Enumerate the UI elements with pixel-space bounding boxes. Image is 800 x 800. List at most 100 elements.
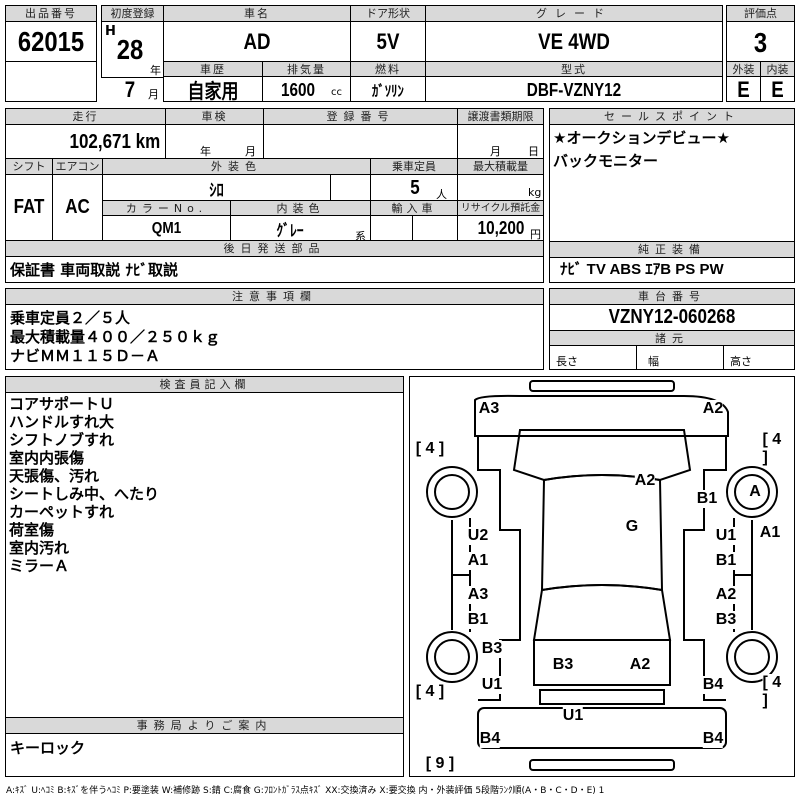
capacity: 5 (410, 176, 420, 199)
first-reg-label: 初度登録 (101, 5, 164, 22)
equipment: ﾅﾋﾞ TV ABS ｴｱB PS PW (560, 261, 724, 278)
displacement: 1600 (280, 79, 316, 100)
later-parts-label: 後日発送部品 (5, 240, 544, 257)
month-unit: 月 (148, 88, 159, 101)
damage-mark: A3 (478, 400, 500, 418)
ext-color-extra (330, 174, 371, 201)
damage-mark: B1 (715, 552, 737, 570)
lot-divider (5, 61, 97, 62)
month-cell (101, 77, 164, 102)
inspector-line: ハンドルすれ大 (9, 413, 115, 431)
inspector-box (5, 376, 404, 718)
office-note: キーロック (10, 739, 86, 757)
shift: FAT (13, 196, 45, 218)
ext-color: ｼﾛ (209, 180, 224, 200)
spec-label: 諸元 (549, 330, 795, 346)
notes-line-1: 乗車定員２／５人 (10, 309, 131, 327)
history-cell (163, 76, 263, 102)
int-color-label: 内装色 (230, 200, 371, 216)
sales-line-2: バックモニター (553, 152, 659, 170)
damage-mark: B4 (702, 730, 724, 748)
sales-line-1: ★オークションデビュー★ (553, 129, 730, 147)
import-cell-b (412, 215, 458, 241)
damage-mark: B4 (702, 676, 724, 694)
lot-label: 出品番号 (5, 5, 97, 22)
import-cell-a (370, 215, 413, 241)
car-name: AD (243, 29, 271, 54)
grade: VE 4WD (538, 29, 610, 54)
int-score: E (771, 76, 784, 102)
mileage: 102,671 km (69, 130, 161, 153)
damage-mark: [ 4 ] (415, 440, 445, 458)
int-score-label: 内装 (760, 61, 795, 77)
damage-mark: [ 4 ] (415, 683, 445, 701)
reg-no-label: 登録番号 (263, 108, 458, 125)
ext-color-label: 外装色 (102, 158, 371, 175)
inspector-line: シフトノブすれ (9, 431, 115, 449)
color-no-label: カラーNo. (102, 200, 231, 216)
transfer-day-unit: 日 (528, 145, 539, 158)
damage-mark: A (749, 483, 761, 501)
fuel-label: 燃料 (350, 61, 426, 77)
damage-mark: B1 (696, 490, 718, 508)
first-reg-year: 28 (116, 34, 144, 65)
recycle: 10,200 (477, 218, 525, 238)
spec-width-cell (636, 345, 724, 370)
damage-mark: G (625, 518, 639, 536)
import-label: 輸入車 (370, 200, 458, 216)
int-color-unit: 系 (355, 230, 366, 243)
capacity-unit: 人 (436, 188, 447, 201)
damage-mark: [ 9 ] (425, 755, 455, 773)
transfer-month-unit: 月 (490, 145, 501, 158)
displacement-label: 排気量 (262, 61, 351, 77)
ac: AC (65, 196, 90, 218)
office-label: 事務局よりご案内 (5, 717, 404, 734)
ac-label: エアコン (52, 158, 103, 175)
recycle-label: リサイクル預託金 (457, 200, 544, 216)
damage-mark: A1 (467, 552, 489, 570)
spec-length: 長さ (556, 355, 578, 368)
sales-label: セールスポイント (549, 108, 795, 125)
int-score-cell (760, 76, 795, 102)
damage-mark: U1 (562, 707, 584, 725)
ext-score: E (737, 76, 750, 102)
inspector-line: ミラーＡ (9, 557, 70, 575)
damage-mark: A2 (634, 472, 656, 490)
legend: A:ｷｽﾞ U:ﾍｺﾐ B:ｷｽﾞを伴うﾍｺﾐ P:要塗装 W:補修跡 S:錆 … (6, 786, 605, 796)
model: DBF-VZNY12 (526, 79, 622, 100)
damage-mark: A2 (715, 586, 737, 604)
car-name-label: 車名 (163, 5, 351, 22)
damage-mark: U1 (715, 527, 737, 545)
inspector-line: 荷室傷 (9, 521, 55, 539)
year-unit: 年 (150, 64, 161, 77)
spec-length-cell (549, 345, 637, 370)
inspector-line: シートしみ中、へたり (9, 485, 160, 503)
notes-label: 注意事項欄 (5, 288, 544, 305)
damage-mark: U1 (481, 676, 503, 694)
spec-width: 幅 (648, 355, 659, 368)
fuel: ｶﾞｿﾘﾝ (372, 82, 404, 100)
chassis-label: 車台番号 (549, 288, 795, 305)
damage-mark: B3 (715, 611, 737, 629)
inspector-line: カーペットすれ (9, 503, 115, 521)
ext-score-label: 外装 (726, 61, 761, 77)
damage-diagram-box (409, 376, 795, 777)
inspection-label: 車検 (165, 108, 264, 125)
max-load-unit: kg (528, 186, 542, 199)
shift-label: シフト (5, 158, 53, 175)
int-color: ｸﾞﾚｰ (276, 222, 304, 240)
damage-mark: [ 4 ] (762, 674, 788, 710)
later-parts: 保証書 車両取説 ﾅﾋﾞ取説 (10, 261, 178, 279)
inspector-line: 室内内張傷 (9, 449, 85, 467)
damage-mark: B1 (467, 611, 489, 629)
damage-mark: B3 (552, 656, 574, 674)
inspector-label: 検査員記入欄 (5, 376, 404, 393)
inspector-line: コアサポートＵ (9, 395, 115, 413)
max-load-label: 最大積載量 (457, 158, 544, 175)
equipment-label: 純正装備 (549, 241, 795, 258)
notes-line-2: 最大積載量４００／２５０ｋｇ (10, 328, 221, 346)
score-label: 評価点 (726, 5, 795, 22)
damage-mark: A2 (629, 656, 651, 674)
model-label: 型式 (425, 61, 723, 77)
recycle-unit: 円 (530, 228, 541, 241)
